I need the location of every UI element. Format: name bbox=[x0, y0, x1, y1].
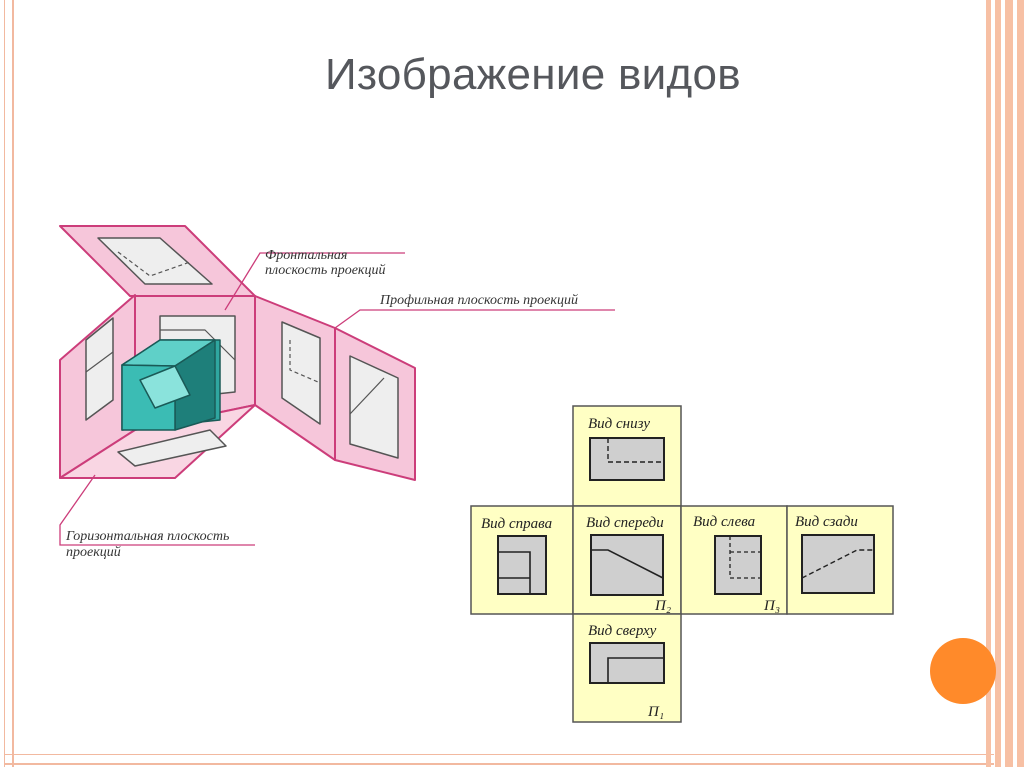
profile-label: Профильная плоскость проекций bbox=[379, 293, 578, 308]
label-front-view: Вид спереди bbox=[586, 515, 664, 531]
label-top-view: Вид сверху bbox=[588, 623, 657, 639]
slide-frame-left bbox=[4, 0, 14, 767]
label-plane-p3: П₃ bbox=[763, 598, 780, 614]
back-view-shape bbox=[801, 534, 875, 594]
label-bottom-view: Вид снизу bbox=[588, 416, 650, 432]
frontal-label-1: Фронтальная bbox=[265, 248, 347, 263]
right-view-shape bbox=[497, 535, 547, 595]
leader-lines bbox=[59, 252, 615, 546]
label-back-view: Вид сзади bbox=[795, 514, 858, 530]
3d-object bbox=[121, 339, 221, 431]
left-view-shape bbox=[714, 535, 762, 595]
slide-title: Изображение видов bbox=[325, 50, 741, 99]
orange-dot bbox=[930, 638, 996, 704]
horizontal-label-2: проекций bbox=[66, 545, 121, 560]
slide-frame-bottom bbox=[4, 754, 994, 765]
top-view-shape bbox=[589, 642, 665, 684]
label-plane-p2: П₂ bbox=[654, 598, 671, 614]
slide-frame-right bbox=[986, 0, 1024, 767]
pictorial-projection bbox=[59, 225, 416, 481]
label-left-view: Вид слева bbox=[693, 514, 755, 530]
front-view-shape bbox=[590, 534, 664, 596]
bottom-view-shape bbox=[589, 437, 665, 481]
label-right-view: Вид справа bbox=[481, 516, 552, 532]
horizontal-label-1: Горизонтальная плоскость bbox=[65, 529, 229, 544]
label-plane-p1: П₁ bbox=[647, 704, 664, 720]
frontal-label-2: плоскость проекций bbox=[265, 263, 385, 278]
